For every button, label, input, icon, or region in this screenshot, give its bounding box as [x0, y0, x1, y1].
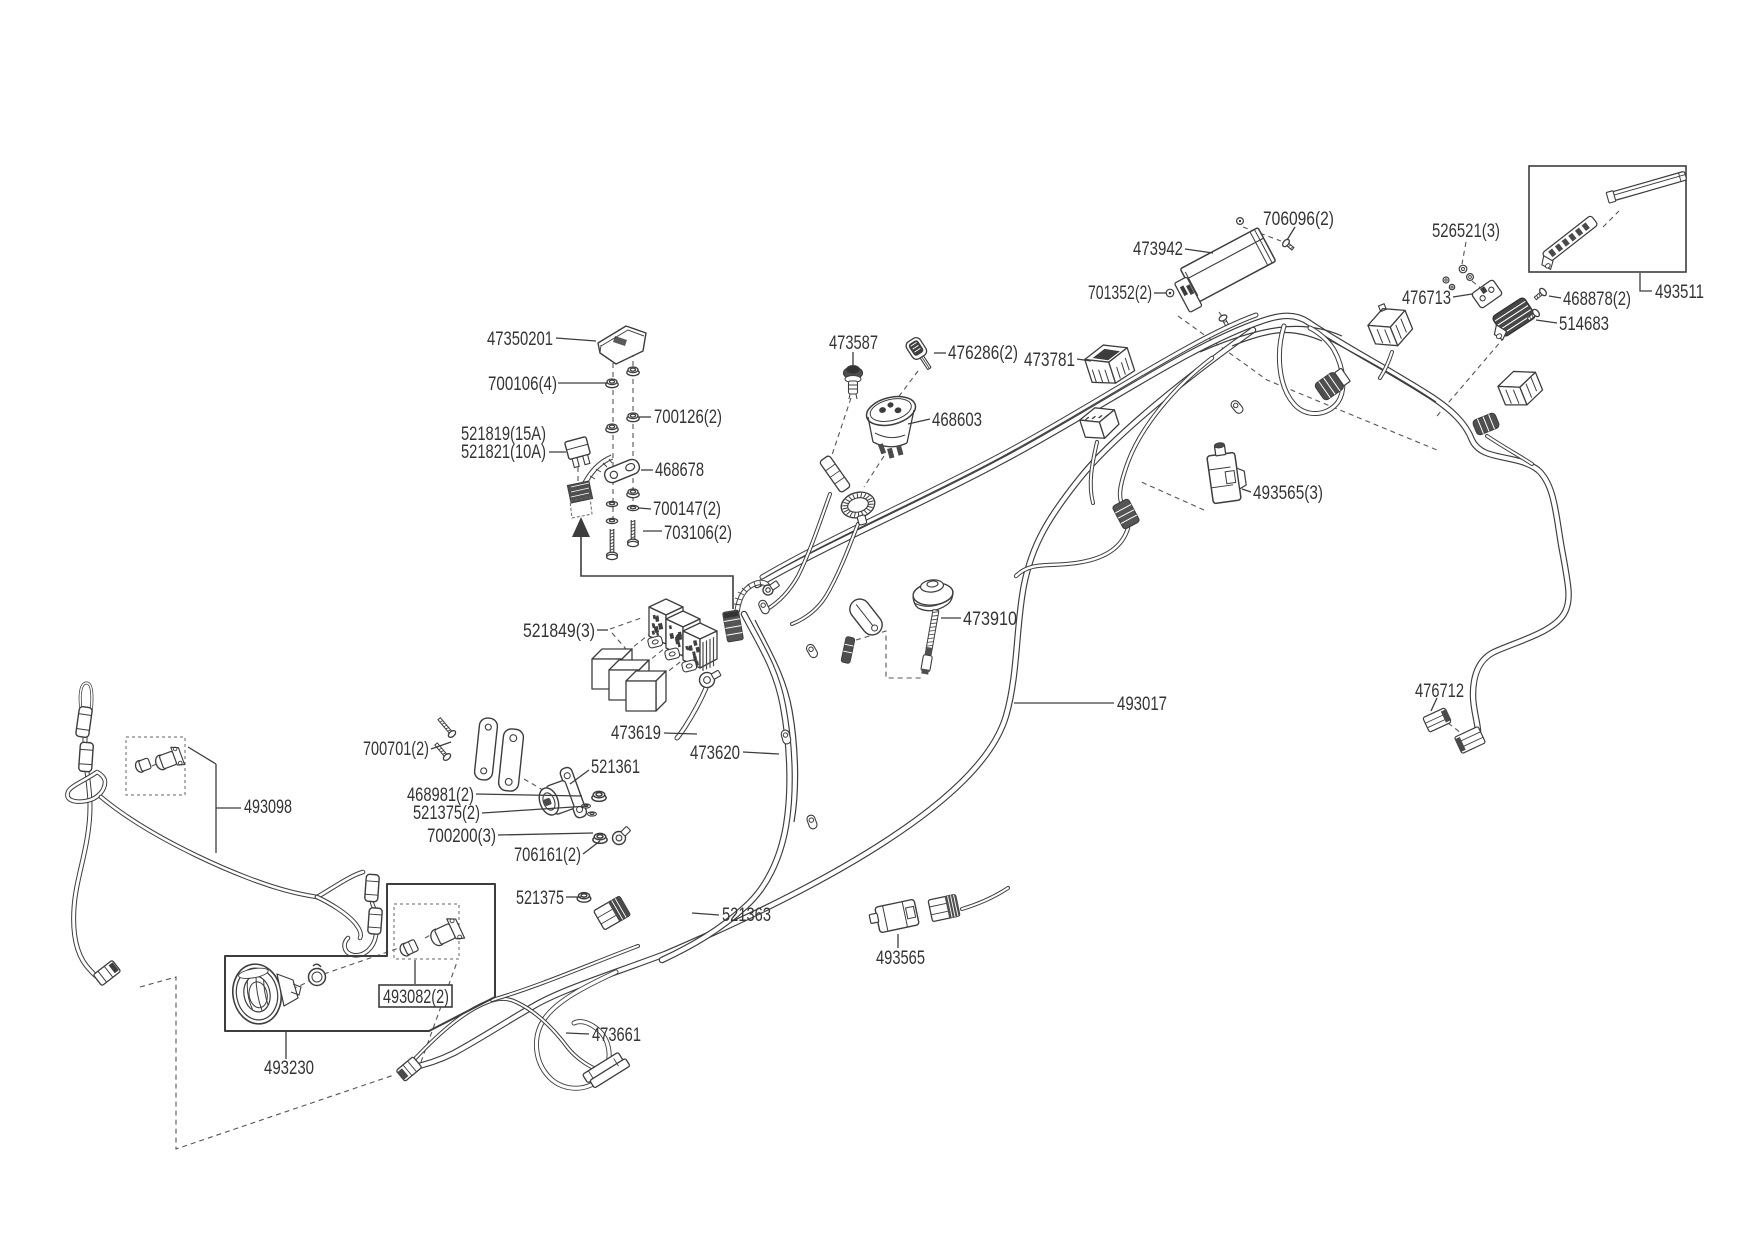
svg-text:526521(3): 526521(3): [1432, 221, 1500, 242]
svg-text:521375(2): 521375(2): [413, 803, 480, 824]
svg-text:703106(2): 703106(2): [664, 523, 732, 544]
svg-text:468981(2): 468981(2): [407, 785, 474, 806]
svg-text:521363: 521363: [722, 905, 771, 926]
svg-text:473942: 473942: [1133, 239, 1183, 260]
svg-text:521849(3): 521849(3): [523, 621, 595, 642]
svg-text:476286(2): 476286(2): [948, 343, 1018, 364]
svg-text:706161(2): 706161(2): [514, 845, 581, 866]
svg-text:493511: 493511: [1655, 282, 1704, 303]
svg-text:493098: 493098: [244, 797, 292, 818]
svg-text:473619: 473619: [611, 723, 661, 744]
svg-text:476712: 476712: [1415, 681, 1464, 702]
svg-text:473781: 473781: [1024, 350, 1075, 371]
svg-text:468603: 468603: [932, 410, 982, 431]
svg-text:473910: 473910: [963, 609, 1017, 630]
svg-text:700147(2): 700147(2): [653, 499, 721, 520]
svg-text:493230: 493230: [264, 1058, 314, 1079]
svg-text:468678: 468678: [655, 460, 704, 481]
svg-text:476713: 476713: [1402, 288, 1451, 309]
svg-text:473587: 473587: [829, 333, 878, 354]
svg-text:706096(2): 706096(2): [1263, 209, 1334, 230]
svg-text:493017: 493017: [1117, 694, 1167, 715]
svg-text:521361: 521361: [591, 757, 640, 778]
svg-text:468878(2): 468878(2): [1563, 289, 1631, 310]
svg-text:700126(2): 700126(2): [654, 407, 722, 428]
svg-text:514683: 514683: [1559, 314, 1609, 335]
svg-text:493082(2): 493082(2): [383, 987, 449, 1008]
svg-text:700701(2): 700701(2): [363, 739, 429, 760]
svg-text:521821(10A): 521821(10A): [461, 442, 546, 463]
svg-text:700106(4): 700106(4): [488, 374, 557, 395]
svg-text:521375: 521375: [516, 888, 564, 909]
svg-text:473620: 473620: [690, 743, 740, 764]
svg-text:493565: 493565: [876, 948, 925, 969]
svg-text:701352(2): 701352(2): [1088, 283, 1152, 304]
svg-text:521819(15A): 521819(15A): [461, 424, 546, 445]
svg-text:473661: 473661: [592, 1025, 641, 1046]
svg-text:493565(3): 493565(3): [1253, 483, 1323, 504]
svg-text:700200(3): 700200(3): [427, 826, 496, 847]
svg-text:47350201: 47350201: [487, 329, 553, 350]
